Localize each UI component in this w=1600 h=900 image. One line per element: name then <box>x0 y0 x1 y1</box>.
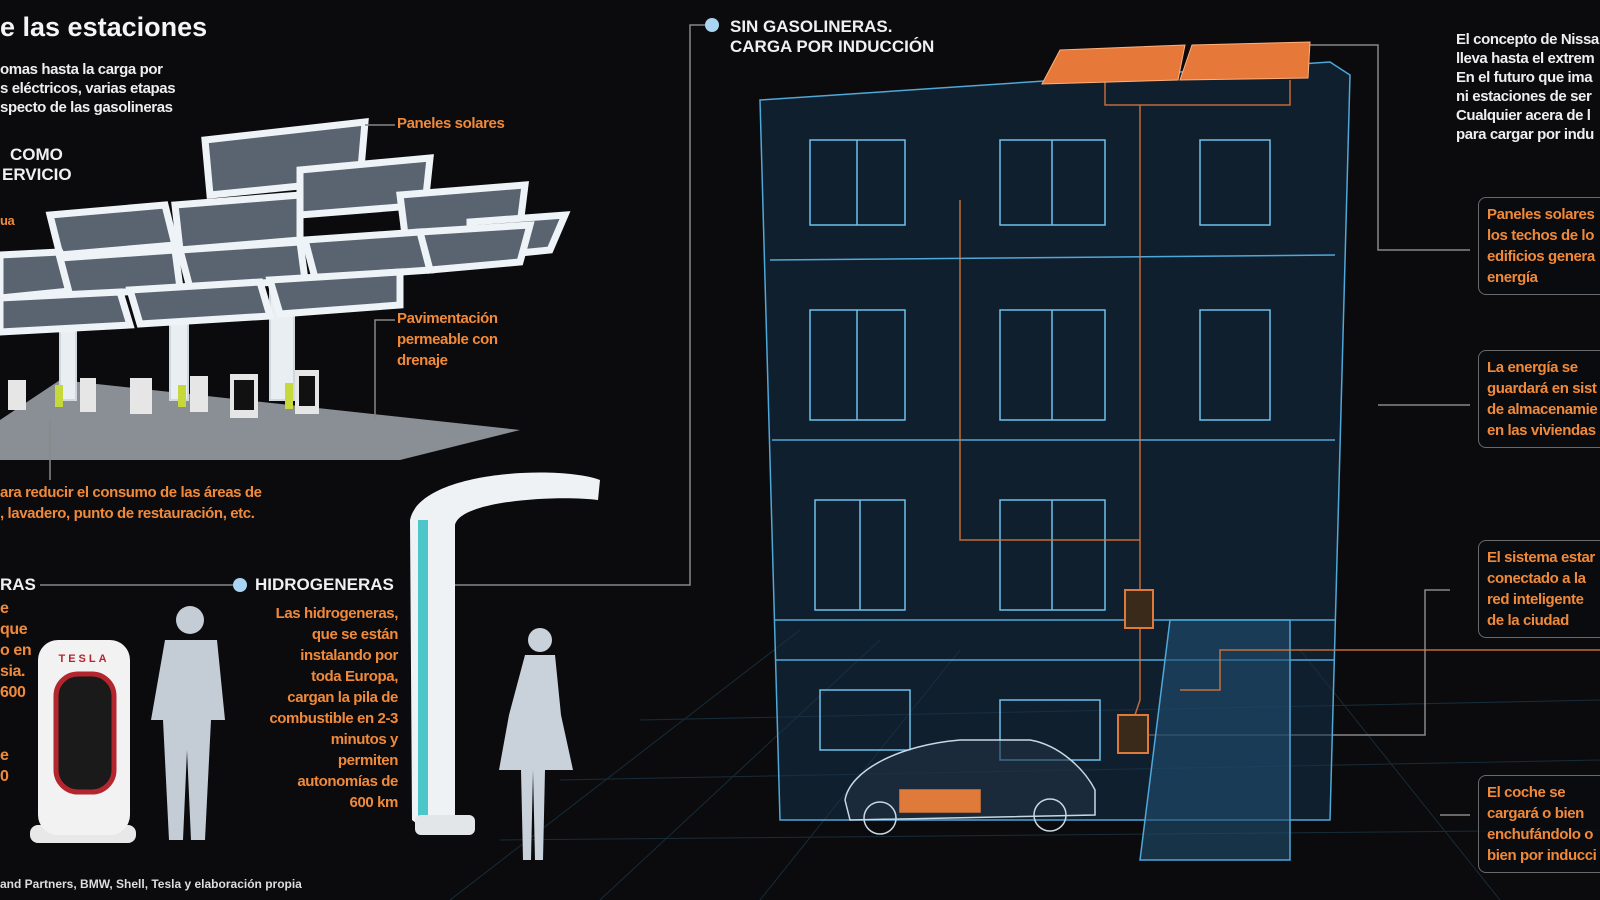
callout-line: bien por inducci <box>1487 847 1597 864</box>
intro-text: omas hasta la carga por s eléctricos, va… <box>0 60 176 117</box>
heading-line: SIN GASOLINERAS. <box>730 17 893 36</box>
intro-line: El concepto de Nissa <box>1456 31 1599 48</box>
text-line: sia. <box>0 663 26 680</box>
text-line: combustible en 2-3 <box>269 710 398 727</box>
text-line: 600 km <box>349 794 399 811</box>
callout-line: edificios genera <box>1487 248 1595 265</box>
intro-line: omas hasta la carga por <box>0 61 163 78</box>
callout-line: El coche se <box>1487 784 1566 801</box>
intro-line: specto de las gasolineras <box>0 99 173 116</box>
heading-line: CARGA POR INDUCCIÓN <box>730 37 935 56</box>
intro-line: lleva hasta el extrem <box>1456 50 1595 67</box>
text-line: cargan la pila de <box>287 689 398 706</box>
callout-line: en las viviendas <box>1487 422 1596 439</box>
section-dot-icon <box>705 18 719 32</box>
induction-heading: SIN GASOLINERAS. CARGA POR INDUCCIÓN <box>730 17 934 57</box>
station-heading: COMO ERVICIO <box>2 145 72 185</box>
canopy-station <box>0 118 571 460</box>
intro-line: Cualquier acera de l <box>1456 107 1591 124</box>
intro-line: ni estaciones de ser <box>1456 88 1592 105</box>
solar-panels <box>1041 41 1311 85</box>
text-line: permiten <box>337 752 399 769</box>
label-line: Pavimentación <box>397 310 498 327</box>
hydrogen-heading: HIDROGENERAS <box>255 575 394 594</box>
callout-line: enchufándolo o <box>1487 826 1594 843</box>
callout-line: de la ciudad <box>1487 612 1569 629</box>
text-line: Las hidrogeneras, <box>275 605 399 622</box>
section-dot-icon <box>233 578 247 592</box>
station-side-label: ua <box>0 213 15 228</box>
callout-line: cargará o bien <box>1487 805 1584 822</box>
callout-line: energía <box>1487 269 1538 286</box>
callout-line: de almacenamie <box>1487 401 1598 418</box>
electric-car <box>844 739 1096 835</box>
man-figure <box>151 606 225 840</box>
note-line: , lavadero, punto de restauración, etc. <box>0 505 255 522</box>
callout-line: El sistema estar <box>1487 549 1595 566</box>
intro-line: s eléctricos, varias etapas <box>0 80 176 97</box>
solar-panels-label: Paneles solares <box>397 115 505 132</box>
callout-car-charging: El coche se cargará o bien enchufándolo … <box>1478 775 1600 873</box>
tesla-logo: TESLA <box>58 653 109 665</box>
callout-line: guardará en sist <box>1487 380 1597 397</box>
note-line: ara reducir el consumo de las áreas de <box>0 484 262 501</box>
text-line: 600 <box>0 684 26 701</box>
callout-smart-grid: El sistema estar conectado a la red inte… <box>1478 540 1600 638</box>
text-line: e <box>0 600 9 617</box>
text-line: instalando por <box>300 647 398 664</box>
callout-line: red inteligente <box>1487 591 1584 608</box>
paving-label: Pavimentación permeable con drenaje <box>397 308 498 371</box>
text-line: o en <box>0 642 32 659</box>
heading-line: ERVICIO <box>2 165 72 184</box>
woman-figure <box>499 628 573 860</box>
intro-line: para cargar por indu <box>1456 126 1594 143</box>
callout-line: Paneles solares <box>1487 206 1595 223</box>
storage-boxes <box>1117 589 1154 754</box>
label-line: permeable con <box>397 331 498 348</box>
callout-energy-storage: La energía se guardará en sist de almace… <box>1478 350 1600 448</box>
electrolineras-heading: RAS <box>0 575 36 594</box>
tesla-charger <box>30 640 136 843</box>
hydrogen-dispenser <box>410 472 600 835</box>
building-wireframe <box>759 61 1351 861</box>
text-line: autonomías de <box>297 773 398 790</box>
intro-line: En el futuro que ima <box>1456 69 1593 86</box>
electrolineras-text: e que o en sia. 600 e 0 <box>0 598 32 787</box>
label-line: drenaje <box>397 352 448 369</box>
callout-line: La energía se <box>1487 359 1578 376</box>
text-line: toda Europa, <box>311 668 398 685</box>
induction-intro: El concepto de Nissa lleva hasta el extr… <box>1456 30 1599 144</box>
callout-line: conectado a la <box>1487 570 1586 587</box>
text-line: que <box>0 621 28 638</box>
text-line: 0 <box>0 768 9 785</box>
station-note: ara reducir el consumo de las áreas de ,… <box>0 482 262 524</box>
text-line: e <box>0 747 9 764</box>
heading-line: COMO <box>10 145 63 164</box>
hydrogen-text: Las hidrogeneras, que se están instaland… <box>240 603 398 813</box>
page-title: e las estaciones <box>0 12 208 42</box>
text-line: que se están <box>311 626 398 643</box>
text-line: minutos y <box>330 731 399 748</box>
source-credit: and Partners, BMW, Shell, Tesla y elabor… <box>0 877 302 891</box>
callout-line: los techos de lo <box>1487 227 1594 244</box>
callout-solar-roofs: Paneles solares los techos de lo edifici… <box>1478 197 1600 295</box>
